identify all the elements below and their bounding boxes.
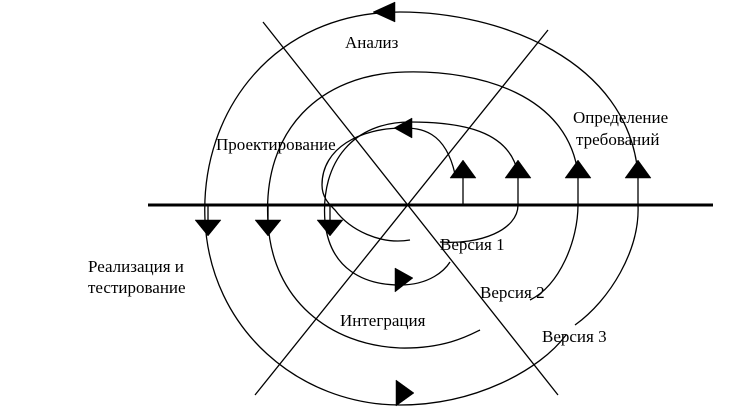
up-arrow-2	[504, 159, 532, 179]
right-arrow-integration	[394, 267, 414, 293]
label-version1: Версия 1	[440, 235, 505, 254]
down-arrow-1	[194, 219, 222, 237]
label-implementation-line2: тестирование	[88, 278, 186, 297]
label-version3: Версия 3	[542, 327, 607, 346]
spiral-turn-outer	[204, 11, 639, 406]
left-arrow-inner	[393, 117, 413, 139]
label-analysis: Анализ	[345, 33, 399, 52]
label-requirements-line2: требований	[576, 130, 659, 149]
label-implementation-line1: Реализация и	[88, 257, 184, 276]
label-version2: Версия 2	[480, 283, 545, 302]
version1-tail	[439, 204, 519, 244]
label-integration: Интеграция	[340, 311, 426, 330]
up-arrow-3	[564, 159, 592, 179]
spiral-turn-inner	[321, 127, 456, 242]
down-arrow-3	[316, 219, 344, 237]
up-arrow-4	[624, 159, 652, 179]
version2-tail	[529, 204, 579, 301]
up-arrow-1	[449, 159, 477, 179]
spiral-turn-middle	[266, 71, 579, 349]
right-arrow-outer	[395, 379, 415, 407]
down-arrow-2	[254, 219, 282, 237]
left-arrow-outer	[372, 1, 396, 23]
version3-tail	[574, 204, 639, 326]
label-requirements-line1: Определение	[573, 108, 668, 127]
diagonal-line-right-to-left	[254, 29, 549, 396]
label-design: Проектирование	[216, 135, 336, 154]
diagonal-line-left-to-right	[262, 21, 559, 396]
